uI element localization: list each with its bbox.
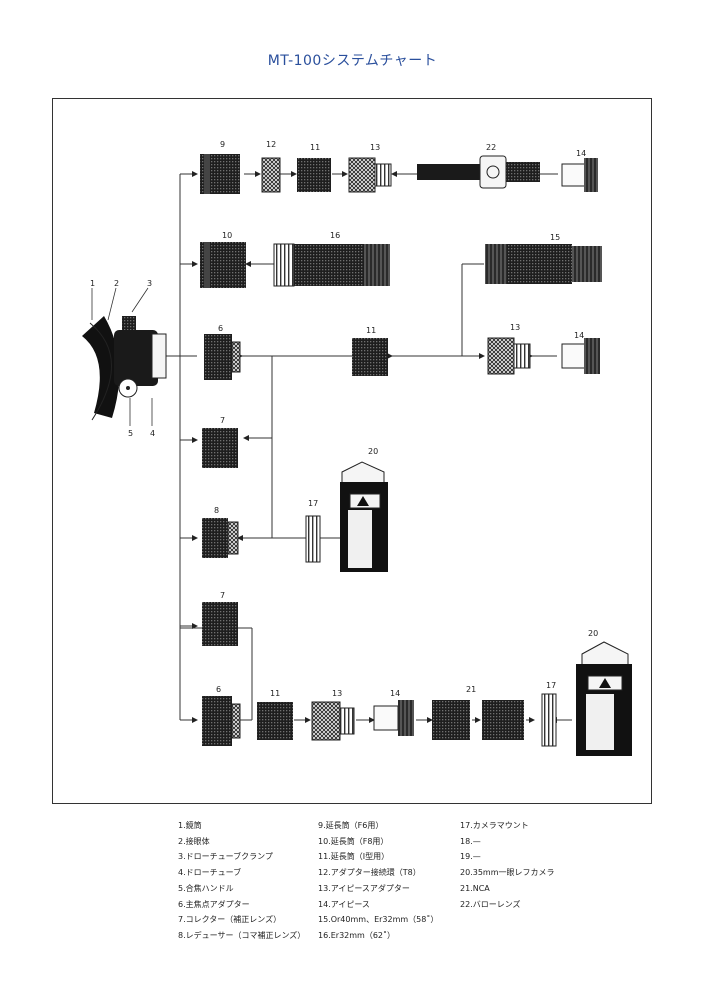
legend-item: 6.主焦点アダプター: [178, 899, 250, 909]
legend-item: 21.NCA: [460, 883, 490, 893]
diagram-frame: [52, 98, 652, 804]
callout-2: 2: [114, 279, 119, 288]
callout-1: 1: [90, 279, 95, 288]
callout-3: 3: [147, 279, 152, 288]
part-10-extension-tube-f8: [200, 242, 246, 288]
part-6-prime-focus-adapter-b: [202, 696, 241, 746]
callout-14b: 14: [574, 331, 584, 340]
legend-item: 4.ドローチューブ: [178, 868, 242, 878]
part-7-corrector-b: [202, 602, 238, 646]
legend-item: 17.カメラマウント: [460, 821, 529, 830]
part-11-extension-tube-b: [352, 338, 388, 376]
legend-item: 1.鏡筒: [178, 821, 202, 830]
callout-12: 12: [266, 140, 276, 149]
callout-11a: 11: [310, 143, 320, 152]
legend-column-1: 1.鏡筒 2.接眼体 3.ドローチューブクランプ 4.ドローチューブ 5.合焦ハ…: [178, 818, 305, 944]
part-11-extension-tube-a: [297, 158, 331, 192]
legend-column-2: 9.延長筒（F6用） 10.延長筒（F8用） 11.延長筒（I型用） 12.アダ…: [318, 818, 438, 944]
legend-item: 15.Or40mm、Er32mm（58˚）: [318, 915, 439, 925]
part-17-camera-mount-b: [541, 693, 557, 747]
legend-column-3: 17.カメラマウント 18.— 19.— 20.35mm一眼レフカメラ 21.N…: [460, 818, 555, 912]
part-8-reducer: [202, 518, 239, 558]
callout-10: 10: [222, 231, 232, 240]
legend-item: 11.延長筒（I型用）: [318, 852, 390, 862]
callout-4: 4: [150, 429, 155, 438]
callout-5: 5: [128, 429, 133, 438]
part-14-eyepiece-a: [561, 158, 598, 192]
part-17-camera-mount-a: [305, 515, 321, 563]
legend-item: 22.バローレンズ: [460, 899, 521, 909]
legend-item: 8.レデューサー（コマ補正レンズ）: [178, 930, 306, 940]
callout-22: 22: [486, 143, 496, 152]
callout-20a: 20: [368, 447, 378, 456]
legend-item: 20.35mm一眼レフカメラ: [460, 868, 555, 878]
part-9-extension-tube-f6: [200, 154, 240, 194]
legend-item: 7.コレクター（補正レンズ）: [178, 915, 282, 925]
legend-item: 12.アダプター接続環（T8）: [318, 868, 421, 878]
callout-8: 8: [214, 506, 219, 515]
callout-9: 9: [220, 140, 225, 149]
legend-item: 13.アイピースアダプター: [318, 883, 410, 893]
part-16-eyepiece-er32-62: [273, 243, 390, 287]
legend-item: 9.延長筒（F6用）: [318, 821, 384, 830]
legend-item: 10.延長筒（F8用）: [318, 836, 389, 846]
callout-17b: 17: [546, 681, 556, 690]
callout-16: 16: [330, 231, 340, 240]
part-13-eyepiece-adapter-a: [348, 157, 392, 193]
part-6-prime-focus-adapter-a: [204, 334, 241, 380]
callout-15: 15: [550, 233, 560, 242]
callout-7b: 7: [220, 591, 225, 600]
part-22-barlow-lens: [417, 155, 540, 189]
callout-11b: 11: [366, 326, 376, 335]
callout-6b: 6: [216, 685, 221, 694]
system-diagram: 1 2 3 4 5 6 6 7 7 8 9 10 11 11 11 12 13 …: [82, 140, 632, 756]
part-12-adapter-ring-t8: [261, 157, 281, 193]
callout-13b: 13: [510, 323, 520, 332]
part-13-eyepiece-adapter-b: [487, 337, 531, 375]
part-14-eyepiece-c: [373, 700, 414, 736]
callout-21: 21: [466, 685, 476, 694]
callout-14c: 14: [390, 689, 400, 698]
callout-13a: 13: [370, 143, 380, 152]
callout-7a: 7: [220, 416, 225, 425]
callout-numbers: 1 2 3 4 5 6 6 7 7 8 9 10 11 11 11 12 13 …: [90, 140, 598, 698]
part-15-eyepiece-or40-er32: [485, 244, 602, 284]
part-7-corrector-a: [202, 428, 238, 468]
part-20-slr-camera-b: [576, 641, 632, 756]
telescope-assembly: [82, 316, 167, 421]
part-20-slr-camera-a: [340, 461, 388, 572]
callout-13c: 13: [332, 689, 342, 698]
part-13-eyepiece-adapter-c: [311, 701, 355, 741]
legend-item: 2.接眼体: [178, 836, 210, 846]
callout-17a: 17: [308, 499, 318, 508]
legend-item: 5.合焦ハンドル: [178, 883, 234, 893]
part-11-extension-tube-c: [257, 702, 293, 740]
callout-6a: 6: [218, 324, 223, 333]
legend-item: 19.—: [460, 852, 481, 862]
legend-item: 3.ドローチューブクランプ: [178, 852, 273, 862]
part-21-nca: [432, 700, 524, 740]
part-14-eyepiece-b: [561, 338, 600, 374]
chart-title: MT-100システムチャート: [267, 53, 438, 69]
legend-item: 16.Er32mm（62˚）: [318, 930, 396, 940]
callout-11c: 11: [270, 689, 280, 698]
legend-item: 18.—: [460, 836, 481, 846]
callout-20b: 20: [588, 629, 598, 638]
legend-item: 14.アイピース: [318, 899, 370, 909]
callout-14a: 14: [576, 149, 586, 158]
